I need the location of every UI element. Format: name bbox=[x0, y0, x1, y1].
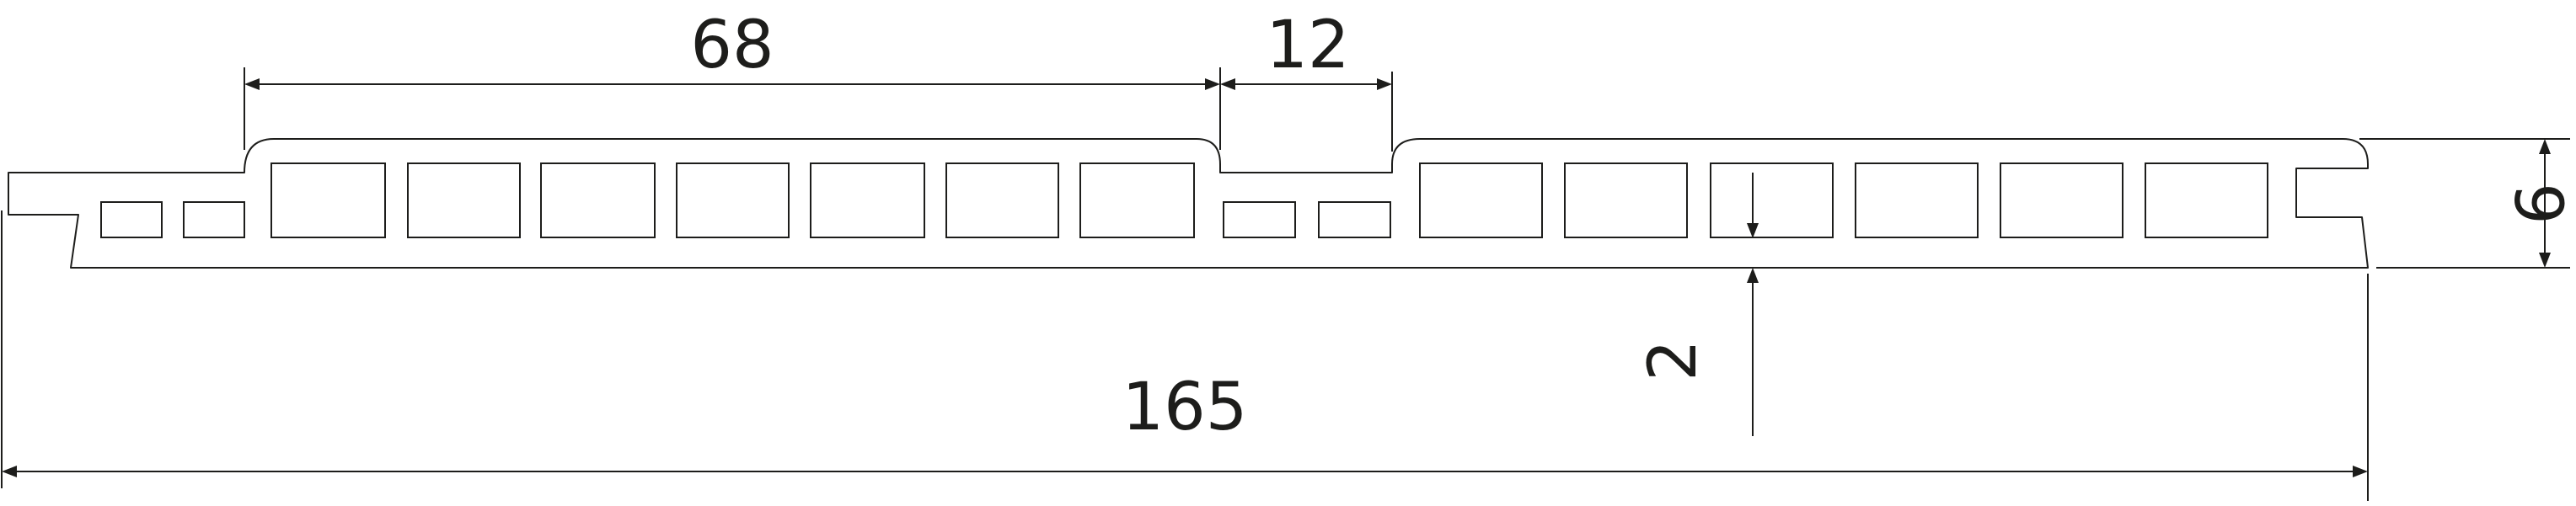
large-cavity bbox=[1710, 162, 1834, 238]
dimension-2: 2 bbox=[1636, 173, 1759, 436]
small-cavity bbox=[100, 201, 163, 238]
dimension-12: 12 bbox=[1220, 8, 1393, 152]
large-cavity bbox=[540, 162, 656, 238]
large-cavity bbox=[1564, 162, 1688, 238]
large-cavity bbox=[1855, 162, 1979, 238]
large-cavity bbox=[270, 162, 386, 238]
large-cavity bbox=[407, 162, 521, 238]
small-cavity bbox=[1223, 201, 1296, 238]
large-cavity bbox=[676, 162, 790, 238]
dimension-label-12: 12 bbox=[1266, 8, 1349, 83]
dimension-label-2: 2 bbox=[1636, 339, 1711, 381]
large-cavity bbox=[810, 162, 925, 238]
dimension-9: 9 bbox=[2359, 138, 2575, 269]
dimension-label-9: 9 bbox=[2499, 183, 2575, 225]
small-cavity bbox=[1318, 201, 1391, 238]
large-cavity bbox=[1079, 162, 1195, 238]
large-cavity bbox=[2000, 162, 2123, 238]
large-cavity bbox=[1419, 162, 1543, 238]
dimension-68: 68 bbox=[244, 8, 1221, 150]
dimension-label-165: 165 bbox=[1122, 370, 1248, 445]
dimension-label-68: 68 bbox=[690, 8, 774, 83]
large-cavity bbox=[2145, 162, 2268, 238]
small-cavity bbox=[183, 201, 245, 238]
large-cavity bbox=[945, 162, 1059, 238]
dimension-165: 165 bbox=[1, 210, 2369, 501]
profile-outline bbox=[8, 138, 2369, 269]
